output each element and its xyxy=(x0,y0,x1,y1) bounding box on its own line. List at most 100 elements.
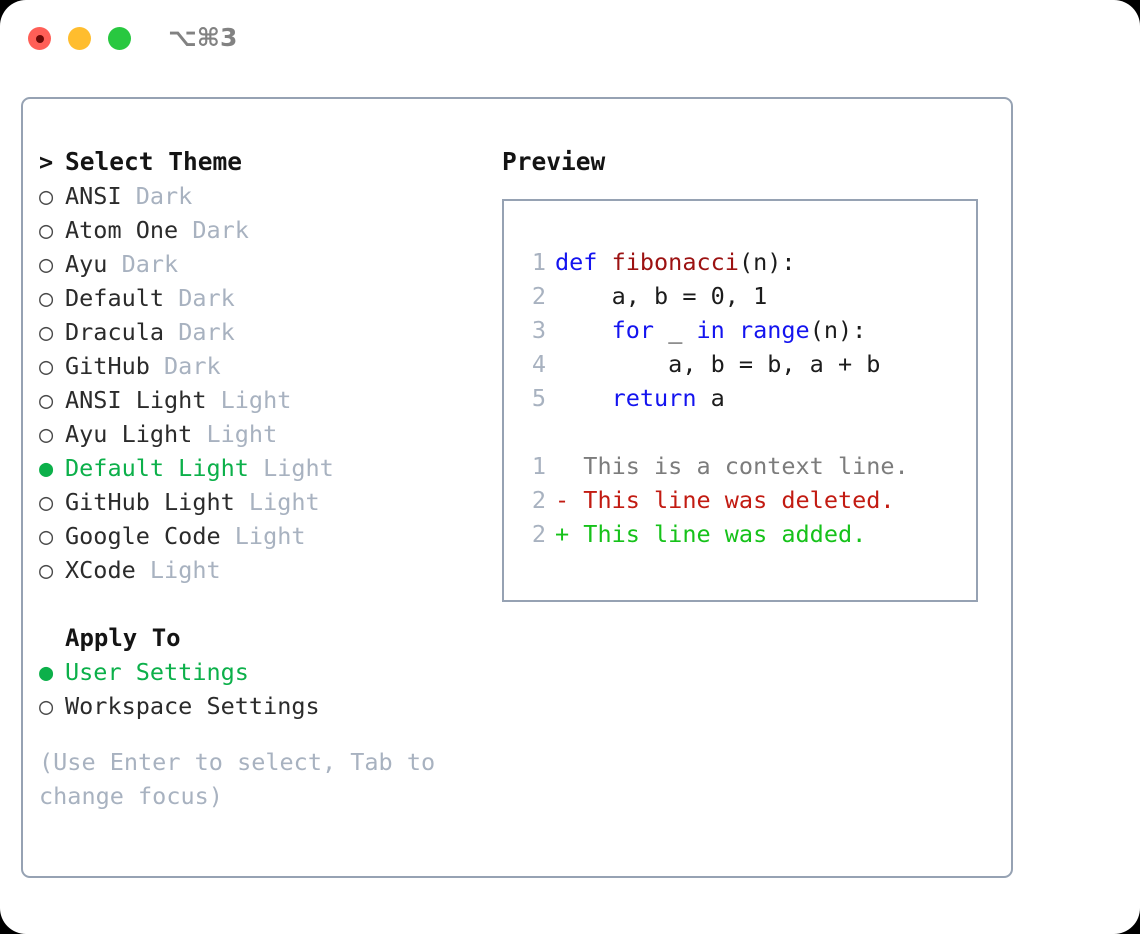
line-number: 2 xyxy=(531,282,546,310)
theme-option-label: Default xyxy=(65,284,165,312)
line-number: 2 xyxy=(531,520,546,548)
radio-unselected-icon: ○ xyxy=(39,352,54,380)
theme-option-label: Ayu Light xyxy=(65,420,193,448)
code-token: range xyxy=(738,316,810,344)
code-blank-line xyxy=(516,415,909,449)
apply-to-option-label: Workspace Settings xyxy=(65,692,320,720)
radio-unselected-icon: ○ xyxy=(39,216,54,244)
code-line: 3 for _ in range(n): xyxy=(516,313,909,347)
radio-unselected-icon: ○ xyxy=(39,318,54,346)
theme-variant-tag: Dark xyxy=(178,216,249,244)
zoom-button-icon[interactable] xyxy=(108,27,131,50)
radio-unselected-icon: ○ xyxy=(39,250,54,278)
theme-option-default[interactable]: ○ Default Dark xyxy=(39,281,489,315)
theme-option-ansi[interactable]: ○ANSI Dark xyxy=(39,179,489,213)
code-token: (n): xyxy=(738,248,796,276)
theme-option-label: GitHub xyxy=(65,352,150,380)
theme-variant-tag: Dark xyxy=(164,318,235,346)
theme-list: ○ANSI Dark○Atom One Dark○Ayu Dark○Defaul… xyxy=(39,179,489,587)
theme-option-label: Dracula xyxy=(65,318,165,346)
theme-option-github[interactable]: ○ GitHub Dark xyxy=(39,349,489,383)
code-token: a, b = b, a + b xyxy=(555,350,881,378)
theme-variant-tag: Light xyxy=(192,420,278,448)
line-number: 1 xyxy=(531,452,546,480)
diff-line-text: + This line was added. xyxy=(555,520,867,548)
code-line: 4 a, b = b, a + b xyxy=(516,347,909,381)
line-number: 4 xyxy=(531,350,546,378)
preview-title: Preview xyxy=(502,147,606,176)
radio-unselected-icon: ○ xyxy=(39,692,54,720)
diff-line: 2- This line was deleted. xyxy=(516,483,909,517)
code-token xyxy=(555,316,612,344)
apply-to-option-workspace-settings[interactable]: ○ Workspace Settings xyxy=(39,689,489,723)
theme-option-ayu[interactable]: ○Ayu Dark xyxy=(39,247,489,281)
keyboard-shortcut-label: ⌥⌘3 xyxy=(168,23,238,52)
theme-option-label: Default Light xyxy=(65,454,249,482)
apply-to-list: ● User Settings ○ Workspace Settings xyxy=(39,655,489,723)
code-token: return xyxy=(611,384,697,412)
theme-variant-tag: Light xyxy=(206,386,292,414)
main-panel: >Select Theme ○ANSI Dark○Atom One Dark○A… xyxy=(21,97,1013,878)
window-controls xyxy=(28,27,131,50)
theme-option-ansi-light[interactable]: ○ ANSI Light Light xyxy=(39,383,489,417)
theme-variant-tag: Dark xyxy=(164,284,235,312)
theme-variant-tag: Light xyxy=(248,454,334,482)
line-number: 1 xyxy=(531,248,546,276)
theme-option-google-code[interactable]: ○Google Code Light xyxy=(39,519,489,553)
radio-unselected-icon: ○ xyxy=(39,420,54,448)
theme-option-label: Google Code xyxy=(65,522,221,550)
theme-variant-tag: Light xyxy=(135,556,221,584)
radio-unselected-icon: ○ xyxy=(39,522,54,550)
prompt-caret-icon: > xyxy=(39,148,54,176)
code-token: a, b = 0, 1 xyxy=(555,282,768,310)
theme-option-github-light[interactable]: ○GitHub Light Light xyxy=(39,485,489,519)
theme-option-label: XCode xyxy=(65,556,136,584)
line-number: 5 xyxy=(531,384,546,412)
theme-option-label: GitHub Light xyxy=(65,488,235,516)
radio-unselected-icon: ○ xyxy=(39,284,54,312)
keyboard-hint-text: (Use Enter to select, Tab to change focu… xyxy=(39,748,436,810)
theme-variant-tag: Light xyxy=(234,488,320,516)
code-line: 5 return a xyxy=(516,381,909,415)
code-token xyxy=(555,384,612,412)
diff-line-text: - This line was deleted. xyxy=(555,486,895,514)
theme-variant-tag: Dark xyxy=(121,182,193,210)
radio-selected-icon: ● xyxy=(39,658,54,686)
list-spacer xyxy=(39,587,489,621)
diff-line: 2 + This line was added. xyxy=(516,517,909,551)
code-token: (n): xyxy=(809,316,867,344)
close-button-icon[interactable] xyxy=(28,27,51,50)
minimize-button-icon[interactable] xyxy=(68,27,91,50)
apply-to-option-label: User Settings xyxy=(65,658,249,686)
line-number: 3 xyxy=(531,316,546,344)
theme-option-label: ANSI Light xyxy=(65,386,207,414)
theme-variant-tag: Dark xyxy=(149,352,221,380)
select-theme-label: Select Theme xyxy=(65,147,243,176)
theme-option-atom-one[interactable]: ○ Atom One Dark xyxy=(39,213,489,247)
radio-unselected-icon: ○ xyxy=(39,386,54,414)
apply-to-option-user-settings[interactable]: ● User Settings xyxy=(39,655,489,689)
diff-line: 1 This is a context line. xyxy=(516,449,909,483)
code-token: in xyxy=(696,316,725,344)
theme-option-dracula[interactable]: ○ Dracula Dark xyxy=(39,315,489,349)
title-bar: ⌥⌘3 xyxy=(0,0,1140,78)
apply-to-header: Apply To xyxy=(65,624,181,652)
theme-option-label: Atom One xyxy=(65,216,179,244)
select-theme-header: > Select Theme xyxy=(39,145,489,179)
code-token xyxy=(725,316,739,344)
theme-option-default-light[interactable]: ● Default Light Light xyxy=(39,451,489,485)
radio-selected-icon: ● xyxy=(39,454,54,482)
diff-line-text: This is a context line. xyxy=(555,452,909,480)
radio-unselected-icon: ○ xyxy=(39,182,54,210)
code-token: for xyxy=(611,316,655,344)
code-token: a xyxy=(696,384,725,412)
theme-option-xcode[interactable]: ○XCode Light xyxy=(39,553,489,587)
code-token: _ xyxy=(654,316,697,344)
theme-option-ayu-light[interactable]: ○ Ayu Light Light xyxy=(39,417,489,451)
theme-selector-column: >Select Theme ○ANSI Dark○Atom One Dark○A… xyxy=(39,145,489,813)
code-token: def xyxy=(555,248,612,276)
